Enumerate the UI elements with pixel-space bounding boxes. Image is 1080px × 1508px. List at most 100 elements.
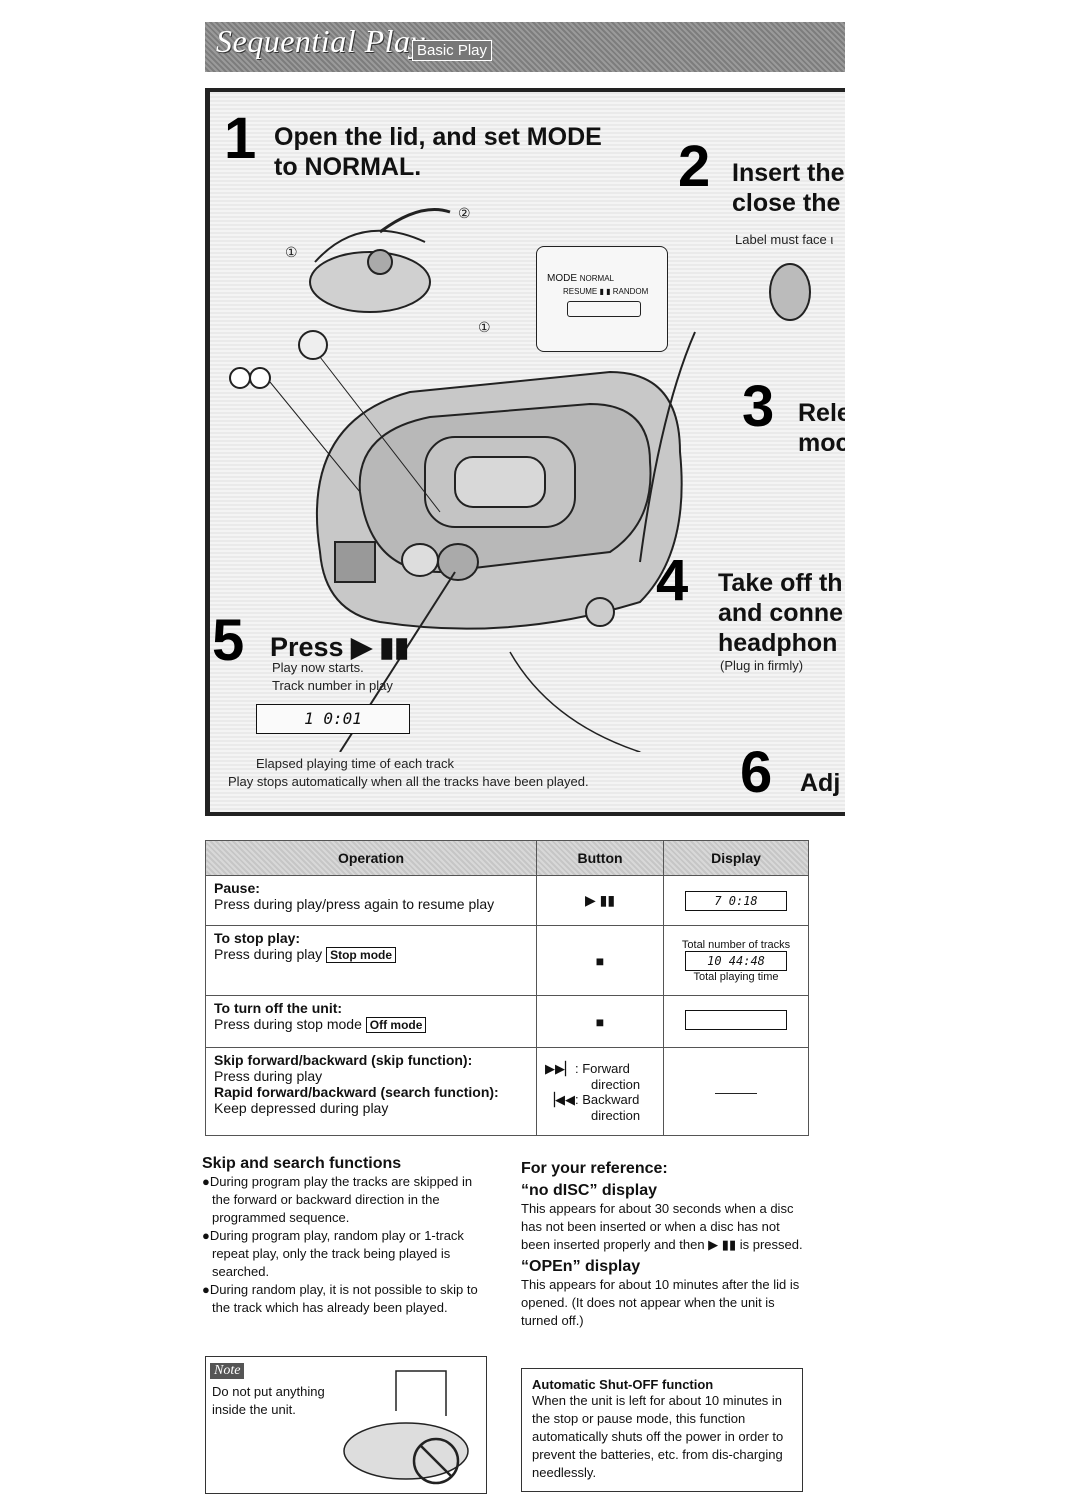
list-item: ●During program play, random play or 1-t… (202, 1228, 464, 1279)
step-5-line4: Play stops automatically when all the tr… (228, 774, 589, 789)
no-objects-warning-icon (343, 1370, 469, 1485)
step-3-heading-line2: moc (798, 429, 845, 457)
off-operation-cell: To turn off the unit: Press during stop … (205, 995, 537, 1048)
skip-search-title: Skip and search functions (202, 1155, 402, 1172)
pause-lcd: 7 0:18 (685, 890, 787, 911)
note-box: Note Do not put anything inside the unit… (205, 1356, 487, 1494)
col-header-button: Button (536, 840, 664, 876)
mode-slider-icon (567, 301, 641, 317)
skip-operation-cell: Skip forward/backward (skip function): P… (205, 1047, 537, 1136)
step-4-note: (Plug in firmly) (720, 658, 804, 673)
play-button-icon (437, 543, 479, 581)
instruction-panel: 1 Open the lid, and set MODE to NORMAL. … (205, 88, 845, 816)
backward-skip-icon: ▕◀◀: Backward (545, 1091, 640, 1107)
section-tag: Basic Play (412, 40, 493, 61)
stop-title: To stop play: (214, 930, 301, 946)
step-2-heading-line1: Insert the (732, 159, 845, 187)
table-row-off: To turn off the unit: Press during stop … (205, 995, 809, 1048)
stop-button-cell-icon: ■ (536, 925, 664, 996)
skip-title: Skip forward/backward (skip function): (214, 1052, 473, 1068)
cd-player-illustration: ② ① ① (229, 205, 811, 752)
step-3-heading-line1: Rele (798, 399, 845, 427)
step-6-heading: Adj (800, 769, 841, 797)
pause-operation-cell: Pause: Press during play/press again to … (205, 875, 537, 926)
stop-mode-tag: Stop mode (326, 947, 397, 963)
stop-display-cell: Total number of tracks 10 44:48 Total pl… (663, 925, 809, 996)
stop-operation-cell: To stop play: Press during play Stop mod… (205, 925, 537, 996)
open-title: “OPEn” display (521, 1258, 641, 1275)
step-3-number: 3 (742, 374, 775, 439)
note-body: Do not put anything inside the unit. (212, 1384, 325, 1417)
step-1-heading-line1: Open the lid, and set MODE (274, 123, 602, 151)
skip-search-list: ●During program play the tracks are skip… (202, 1173, 490, 1317)
table-row-stop: To stop play: Press during play Stop mod… (205, 925, 809, 996)
step-2-note: Label must face ι (735, 232, 834, 247)
pause-desc: Press during play/press again to resume … (214, 896, 495, 912)
off-lcd (685, 1010, 787, 1030)
step-5-line1: Play now starts. (272, 660, 364, 675)
step-5-line3: Elapsed playing time of each track (256, 756, 454, 771)
step-2-heading-line2: close the (732, 189, 841, 217)
table-row-skip: Skip forward/backward (skip function): P… (205, 1047, 809, 1136)
backward-direction-label: direction (591, 1107, 641, 1123)
step-5-line2: Track number in play (272, 678, 393, 693)
no-disc-title: “no dISC” display (521, 1182, 658, 1199)
stop-desc: Press during play (214, 946, 323, 962)
forward-direction-label: direction (591, 1076, 641, 1092)
stop-lcd: 10 44:48 (685, 950, 787, 971)
header-banner (205, 22, 845, 72)
off-desc: Press during stop mode (214, 1016, 362, 1032)
list-item: ●During program play the tracks are skip… (202, 1174, 473, 1225)
open-player-icon (309, 251, 431, 313)
auto-shutoff-body: When the unit is left for about 10 minut… (532, 1393, 784, 1480)
svg-text:①: ① (285, 244, 298, 260)
note-label: Note (210, 1363, 245, 1379)
step-1-number: 1 (224, 106, 257, 171)
off-title: To turn off the unit: (214, 1000, 343, 1016)
total-time-label: Total playing time (693, 970, 779, 983)
col-header-display: Display (663, 840, 809, 876)
stop-button-icon (298, 330, 328, 360)
search-title: Rapid forward/backward (search function)… (214, 1084, 499, 1100)
svg-text:①: ① (478, 319, 491, 335)
pause-display-cell: 7 0:18 (663, 875, 809, 926)
search-desc: Keep depressed during play (214, 1100, 389, 1116)
step-5-heading: Press ▶ ▮▮ (270, 632, 410, 662)
mode-positions-label: RESUME ▮ ▮ RANDOM (563, 287, 649, 296)
step-4-heading-line2: and conne (718, 599, 844, 627)
table-header-row: Operation Button Display (205, 840, 809, 876)
step-2-number: 2 (678, 134, 711, 199)
reference-title: For your reference: (521, 1160, 668, 1177)
step-6-number: 6 (740, 740, 773, 805)
skip-button-cell: ▶▶▏: Forward direction ▕◀◀: Backward dir… (536, 1047, 664, 1136)
forward-skip-icon: ▶▶▏: Forward (545, 1060, 630, 1076)
list-item: ●During random play, it is not possible … (202, 1282, 478, 1315)
operation-table: Operation Button Display Pause: Press du… (205, 840, 809, 1136)
step-5-lcd-display: 1 0:01 (256, 704, 410, 734)
step-4-number: 4 (656, 548, 689, 613)
auto-shutoff-title: Automatic Shut-OFF function (532, 1377, 714, 1392)
no-disc-body: This appears for about 30 seconds when a… (521, 1201, 803, 1252)
play-pause-button-icon: ▶ ▮▮ (536, 875, 664, 926)
auto-shutoff-box: Automatic Shut-OFF function When the uni… (521, 1368, 803, 1492)
reference-section: For your reference: “no dISC” display Th… (521, 1160, 809, 1330)
step-1-heading-line2: to NORMAL. (274, 153, 422, 181)
off-mode-tag: Off mode (365, 1017, 427, 1033)
pause-title: Pause: (214, 880, 260, 896)
step-5-number: 5 (212, 608, 245, 673)
skip-desc: Press during play (214, 1068, 323, 1084)
skip-display-cell: ——— (663, 1047, 809, 1136)
total-tracks-label: Total number of tracks (681, 938, 791, 951)
off-display-cell (663, 995, 809, 1048)
open-body: This appears for about 10 minutes after … (521, 1277, 800, 1328)
page-title: Sequential Play (216, 23, 426, 59)
skip-search-section: Skip and search functions ●During progra… (202, 1155, 490, 1317)
svg-text:②: ② (458, 205, 471, 221)
step-4-heading-line1: Take off th (718, 569, 843, 597)
stop-button-off-icon: ■ (536, 995, 664, 1048)
col-header-operation: Operation (205, 840, 537, 876)
mode-switch-callout: MODE NORMAL RESUME ▮ ▮ RANDOM (536, 246, 668, 352)
table-row-pause: Pause: Press during play/press again to … (205, 875, 809, 926)
step-4-heading-line3: headphon (718, 629, 838, 657)
mode-label: MODE NORMAL (547, 273, 615, 284)
